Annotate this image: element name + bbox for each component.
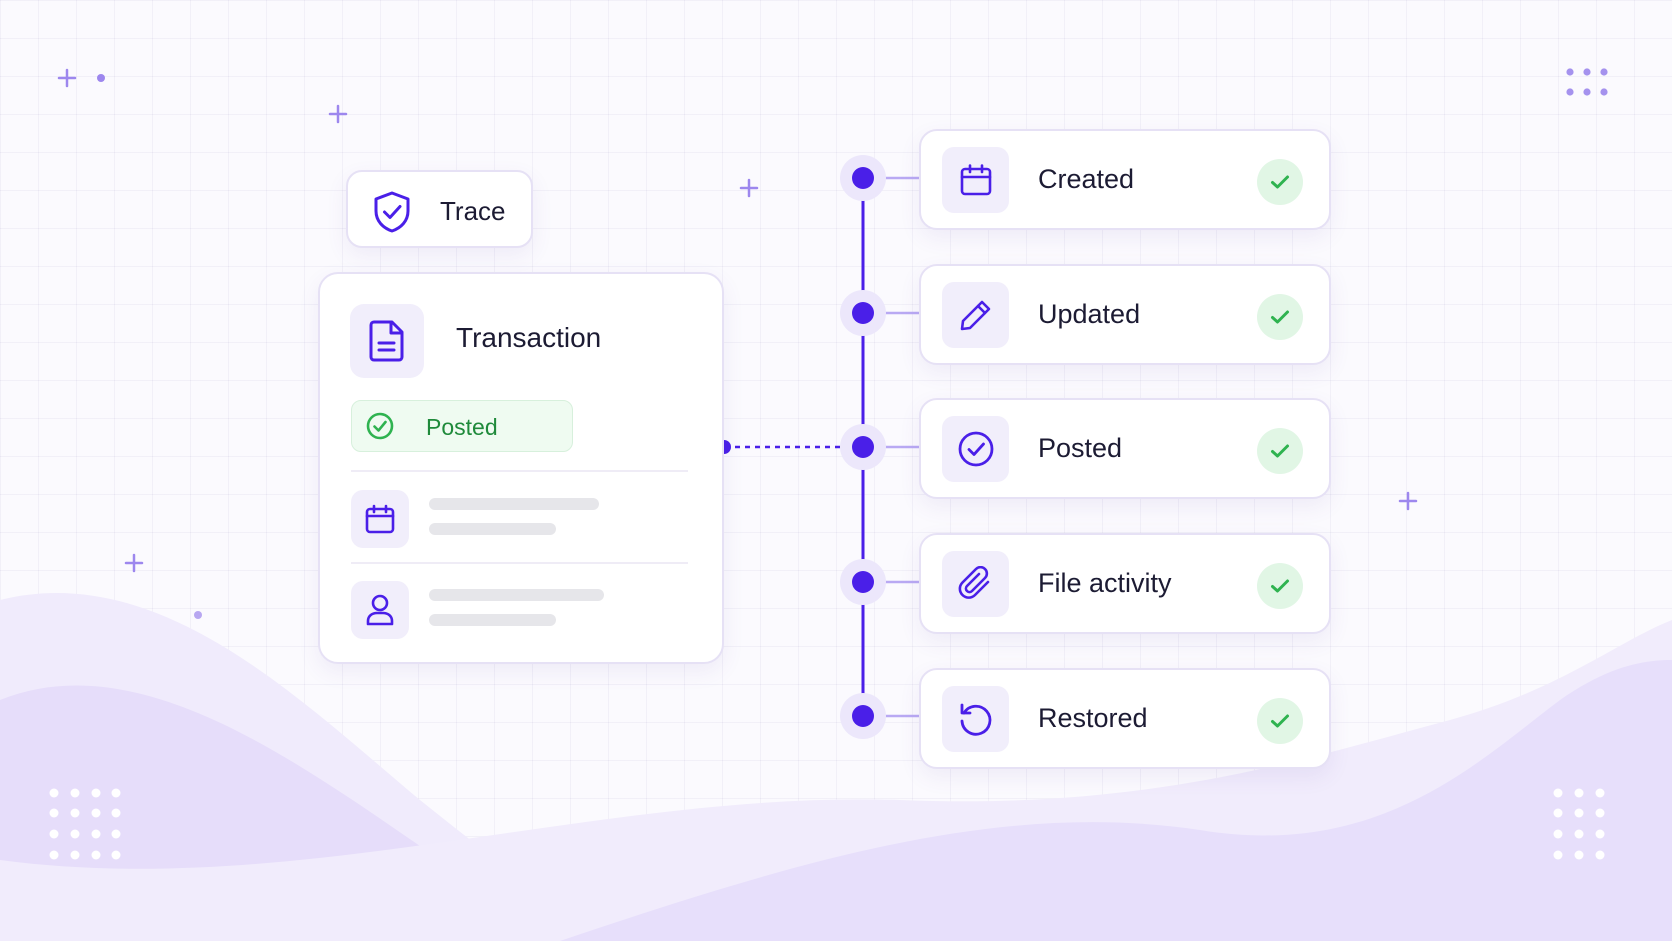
event-label: File activity [1038, 568, 1172, 598]
trace-badge[interactable]: Trace [346, 170, 533, 248]
event-label: Created [1038, 164, 1135, 194]
skeleton-line [429, 614, 556, 626]
check-icon [1257, 428, 1303, 474]
timeline-event-file-activity[interactable]: File activity [919, 533, 1331, 634]
document-icon [350, 304, 424, 378]
user-icon [351, 581, 409, 639]
skeleton-line [429, 498, 599, 510]
check-icon [1257, 294, 1303, 340]
shield-check-icon [372, 190, 412, 239]
skeleton-line [429, 523, 556, 535]
event-label: Restored [1038, 703, 1148, 733]
timeline-nodes [840, 155, 919, 739]
pencil-icon [942, 282, 1009, 348]
check-icon [1257, 159, 1303, 205]
calendar-icon [942, 147, 1009, 213]
check-circle-icon [942, 416, 1009, 482]
status-text: Posted [426, 414, 498, 440]
skeleton-line [429, 589, 604, 601]
event-label: Posted [1038, 433, 1123, 463]
calendar-icon [351, 490, 409, 548]
timeline-event-restored[interactable]: Restored [919, 668, 1331, 769]
transaction-title: Transaction [456, 322, 602, 353]
restore-icon [942, 686, 1009, 752]
trace-label: Trace [440, 196, 506, 226]
paperclip-icon [942, 551, 1009, 617]
timeline-event-updated[interactable]: Updated [919, 264, 1331, 365]
divider [351, 470, 688, 472]
timeline-event-posted[interactable]: Posted [919, 398, 1331, 499]
check-icon [1257, 563, 1303, 609]
timeline-event-created[interactable]: Created [919, 129, 1331, 230]
transaction-card[interactable]: Transaction Posted [318, 272, 724, 664]
status-badge: Posted [351, 400, 573, 452]
divider [351, 562, 688, 564]
event-label: Updated [1038, 299, 1141, 329]
check-circle-icon [366, 412, 394, 445]
check-icon [1257, 698, 1303, 744]
